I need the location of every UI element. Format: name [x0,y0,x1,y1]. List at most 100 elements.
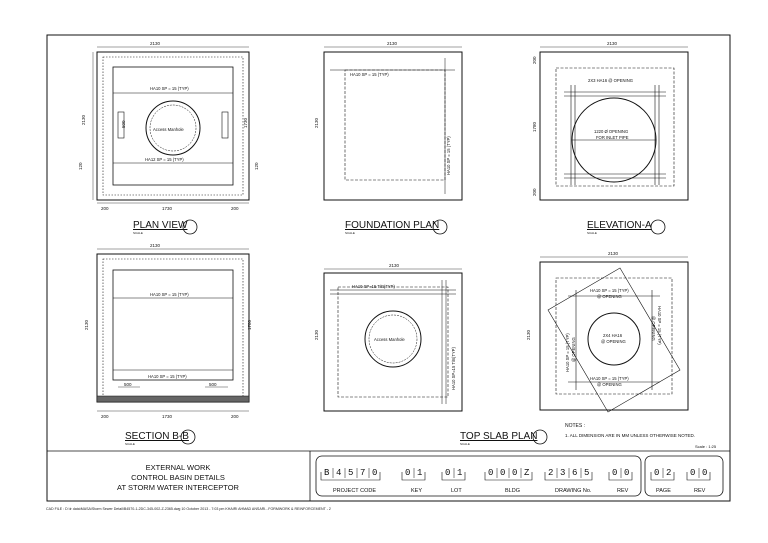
plan-dim-c1: 500 [121,120,126,128]
title-line-3: AT STORM WATER INTERCEPTOR [117,483,240,492]
topslab-dim-top: 2130 [389,263,400,268]
section-b-b: 2130 2130 1780 HA10 SP = 15 (TYP) HA10 S… [84,243,252,446]
project-code-digit: B [324,468,330,478]
detail-right-label-2: @ OPENING [651,316,656,341]
page-digit: 0 [654,468,659,478]
rev2-digit: 0 [690,468,695,478]
section-dim-left: 2130 [84,319,89,330]
digit-group-bracket [650,472,675,481]
top-slab-plan-title: TOP SLAB PLAN [460,431,537,442]
elevation-dim-l3: 200 [532,188,537,196]
section-bot-rebar-label: HA10 SP = 15 (TYP) [148,374,187,379]
plan-top-rebar-label: HA10 SP = 15 (TYP) [150,86,189,91]
rev2-digit: 0 [702,468,707,478]
foundation-dim-top: 2130 [387,41,398,46]
digit-group-bracket [441,472,466,481]
rev1-digit: 0 [612,468,617,478]
section-b-b-scale: SCALE [125,442,135,446]
lot-digit: 1 [457,468,462,478]
notes-item-1: 1. ALL DIMENSION ARE IN MM UNLESS OTHERW… [565,433,695,438]
plan-bot-rebar-label: HA12 SP = 15 (TYP) [145,157,184,162]
page-digit: 2 [666,468,671,478]
key-digit: 0 [405,468,410,478]
elevation-dim-l2: 1780 [532,121,537,132]
plan-dim-bl: 200 [101,206,109,211]
plan-dim-br: 200 [231,206,239,211]
plan-dim-c2: 1730 [243,117,248,128]
bldg-digit: 0 [488,468,493,478]
sheet-border [46,34,731,502]
plan-dim-top: 2130 [150,41,161,46]
plan-dim-left: 2130 [81,114,86,125]
topslab-dim-left: 2130 [314,329,319,340]
detail-center-label-2: @ OPENING [601,339,626,344]
elevation-a-scale: SCALE [587,231,597,235]
label-lot: LOT [451,488,462,494]
foundation-side-rebar-label: HA10 SP = 15 (TYP) [446,136,451,175]
bldg-digit: 0 [512,468,517,478]
elevation-dim-l1: 200 [532,56,537,64]
rev1-digit: 0 [624,468,629,478]
topslab-side-rebar-label: HA10 SP=15 T/B(TYP) [451,347,456,390]
foundation-top-rebar-label: HA10 SP = 15 (TYP) [350,72,389,77]
section-dim-c2: 500 [209,382,217,387]
detail-right-label-1: HA10 SP = 15 (TYP) [657,306,662,345]
plan-dim-bottom: 1730 [162,206,173,211]
detail-dim-left: 2130 [526,329,531,340]
plan-view: 2130 2130 HA10 SP = 15 (TYP) HA12 SP = 1… [78,41,259,235]
foundation-plan: 2130 2130 HA10 SP = 15 (TYP) HA10 SP = 1… [314,41,463,235]
digit-group-bracket [484,472,533,481]
lot-digit: 0 [445,468,450,478]
section-b-b-title: SECTION B-B [125,431,189,442]
elevation-a: 2130 200 1780 200 2X3 HA16 @ OPENING 122… [532,41,689,235]
digit-group-bracket [544,472,593,481]
plan-dim-c3: 120 [78,162,83,170]
top-slab-plan-scale: SCALE [460,442,470,446]
plan-dim-c4: 120 [254,162,259,170]
label-rev-2: REV [694,488,706,494]
drawing-no-digit: 5 [584,468,589,478]
section-dim-c1: 500 [124,382,132,387]
project-code-digit: 7 [360,468,365,478]
plan-manhole-label: Access Manhole [153,127,184,132]
elevation-a-title: ELEVATION-A [587,220,652,231]
label-project-code: PROJECT CODE [333,488,376,494]
detail-bot-label-2: @ OPENING [597,382,622,387]
label-drawing-no: DRAWING No. [555,488,592,494]
key-digit: 1 [417,468,422,478]
project-code-digit: 5 [348,468,353,478]
bldg-digit: Z [524,468,530,478]
top-slab-plan: 2130 2130 HA10 SP=15 T/B(TYP) HA10 SP=15… [314,263,548,446]
drawing-no-digit: 3 [560,468,565,478]
digit-group-bracket [320,472,381,481]
title-line-1: EXTERNAL WORK [146,463,211,472]
notes-heading: NOTES : [565,423,585,429]
detail-dim-top: 2130 [608,251,619,256]
notes-scale: Scale : 1:25 [695,444,717,449]
section-top-rebar-label: HA10 SP = 15 (TYP) [150,292,189,297]
elevation-opening-bars-label: 2X3 HA16 @ OPENING [588,78,633,83]
label-bldg: BLDG [505,488,520,494]
foundation-dim-left: 2130 [314,117,319,128]
drawing-no-digit: 6 [572,468,577,478]
section-dim-top: 2130 [150,243,161,248]
detail-top-label-1: HA10 SP = 15 (TYP) [590,288,629,293]
plan-view-scale: SCALE [133,231,143,235]
detail-top-label-2: @ OPENING [597,294,622,299]
section-dim-bottom: 1730 [162,414,173,419]
elevation-opening-line1: 1220 Ø OPENING [594,129,628,134]
label-rev: REV [617,488,629,494]
project-code-digit: 0 [372,468,377,478]
label-key: KEY [411,488,422,494]
title-line-2: CONTROL BASIN DETAILS [131,473,225,482]
notes: NOTES : 1. ALL DIMENSION ARE IN MM UNLES… [565,423,717,449]
topslab-manhole-label: Access Manhole [374,337,405,342]
opening-detail: 2130 2130 HA10 SP = 15 (TYP) @ OPENING 2… [526,251,689,413]
project-code-digit: 4 [336,468,341,478]
plan-view-title: PLAN VIEW [133,220,188,231]
digit-group-bracket [686,472,711,481]
drawing-no-digit: 2 [548,468,553,478]
bldg-digit: 0 [500,468,505,478]
